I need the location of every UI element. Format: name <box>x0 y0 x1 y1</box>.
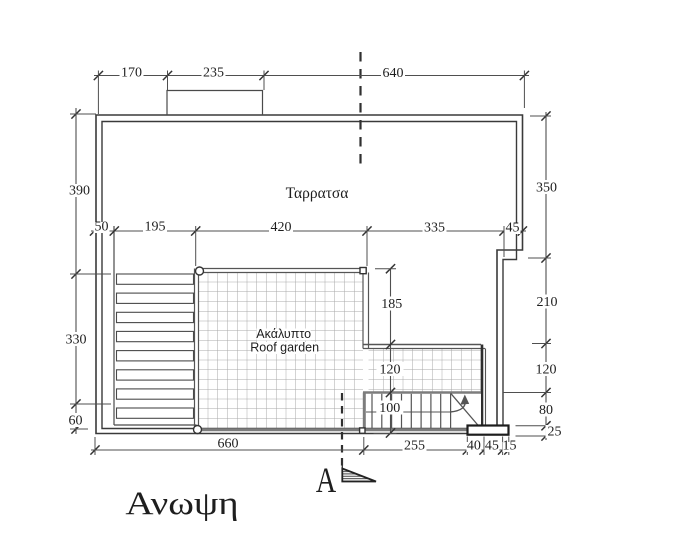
svg-text:80: 80 <box>539 403 553 418</box>
svg-text:335: 335 <box>424 221 445 236</box>
svg-text:660: 660 <box>218 437 239 452</box>
svg-text:45: 45 <box>506 221 520 236</box>
svg-text:195: 195 <box>145 220 166 235</box>
svg-text:640: 640 <box>383 66 404 81</box>
svg-text:390: 390 <box>69 184 90 199</box>
svg-text:120: 120 <box>380 363 401 378</box>
svg-text:100: 100 <box>379 401 400 416</box>
svg-text:Ακάλυπτο: Ακάλυπτο <box>256 327 311 341</box>
svg-text:Ανωψη: Ανωψη <box>125 485 238 521</box>
svg-text:170: 170 <box>121 66 142 81</box>
svg-text:15: 15 <box>503 439 517 454</box>
svg-text:45: 45 <box>485 439 499 454</box>
svg-text:210: 210 <box>537 295 558 310</box>
svg-text:255: 255 <box>404 439 425 454</box>
svg-text:185: 185 <box>381 297 402 312</box>
svg-text:235: 235 <box>203 66 224 81</box>
svg-text:25: 25 <box>548 425 562 440</box>
svg-text:60: 60 <box>69 414 83 429</box>
svg-text:Roof garden: Roof garden <box>250 341 319 355</box>
svg-text:120: 120 <box>536 363 557 378</box>
svg-text:420: 420 <box>271 220 292 235</box>
svg-text:Ταρρατσα: Ταρρατσα <box>286 185 349 202</box>
svg-text:50: 50 <box>95 220 109 235</box>
svg-text:A: A <box>316 460 337 500</box>
svg-text:40: 40 <box>467 439 481 454</box>
svg-text:350: 350 <box>536 181 557 196</box>
svg-text:330: 330 <box>66 333 87 348</box>
